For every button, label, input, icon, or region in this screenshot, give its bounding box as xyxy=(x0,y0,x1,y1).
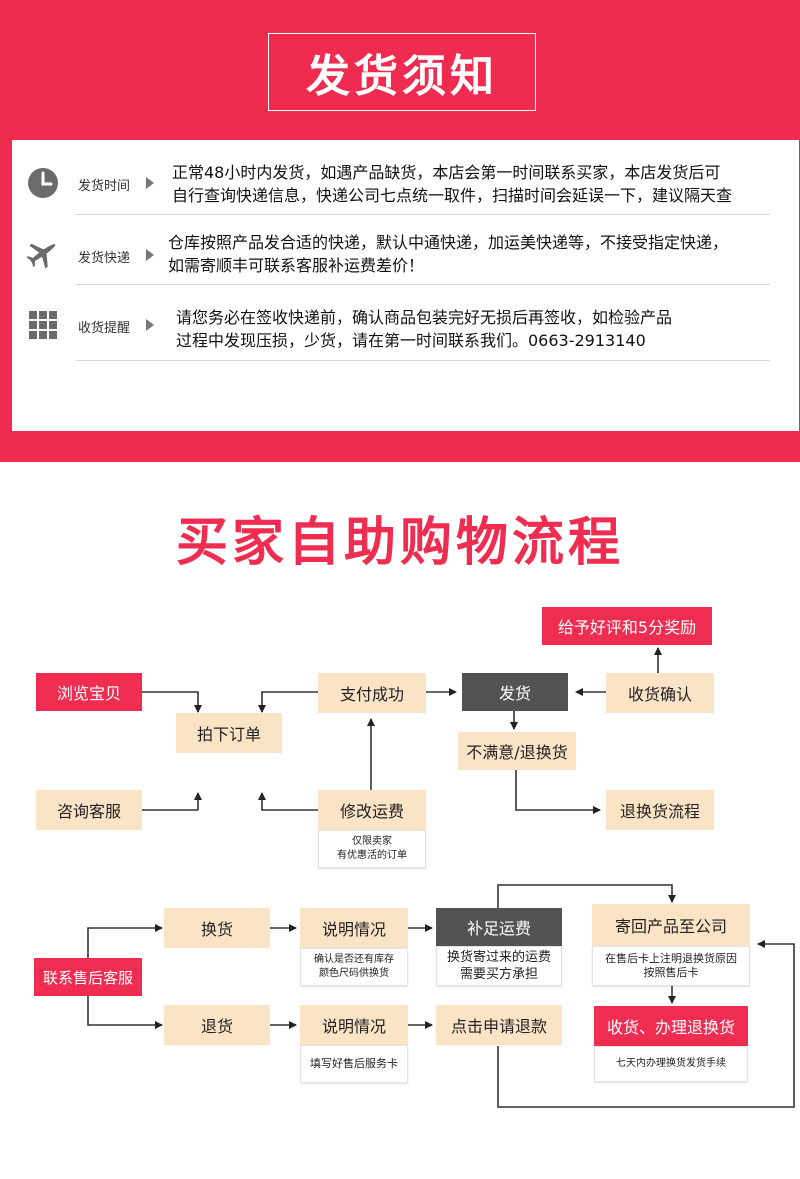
note-line: 仅限卖家 xyxy=(352,836,392,847)
note-line: 在售后卡上注明退换货原因 xyxy=(605,952,737,965)
note-explain-refund: 填写好售后服务卡 xyxy=(300,1045,408,1083)
notice-label: 收货提醒 xyxy=(78,321,131,336)
node-apply-refund: 点击申请退款 xyxy=(436,1005,562,1045)
triangle-right-icon xyxy=(146,319,154,331)
note-supplement-fee: 换货寄过来的运费 需要买方承担 xyxy=(436,946,562,986)
note-line: 填写好售后服务卡 xyxy=(310,1057,398,1070)
note-line: 有优惠活的订单 xyxy=(337,850,407,861)
note-line: 确认是否还有库存 xyxy=(314,954,394,965)
node-refund-goods: 退货 xyxy=(164,1005,270,1045)
node-exchange: 换货 xyxy=(164,908,270,948)
node-contact-after-sales: 联系售后客服 xyxy=(34,958,142,996)
node-browse: 浏览宝贝 xyxy=(36,673,142,711)
note-line: 颜色尺码供换货 xyxy=(319,968,389,979)
notice-text-line: 如需寄顺丰可联系客服补运费差价！ xyxy=(168,256,425,275)
flow-title: 买家自助购物流程 xyxy=(175,513,624,573)
node-receive-process: 收货、办理退换货 xyxy=(594,1006,748,1046)
divider xyxy=(76,214,770,215)
notice-text-line: 仓库按照产品发合适的快递，默认中通快递，加运美快递等，不接受指定快递， xyxy=(168,233,729,252)
notice-text-line: 自行查询快递信息，快递公司七点统一取件，扫描时间会延误一下，建议隔天查 xyxy=(172,186,733,205)
notice-text-line: 正常48小时内发货，如遇产品缺货，本店会第一时间联系买家，本店发货后可 xyxy=(172,163,721,182)
notice-label: 发货时间 xyxy=(78,179,131,194)
triangle-right-icon xyxy=(146,177,154,189)
node-confirm-receipt: 收货确认 xyxy=(606,673,714,713)
airplane-icon xyxy=(26,236,60,270)
divider xyxy=(76,284,770,285)
node-explain-refund: 说明情况 xyxy=(300,1005,408,1045)
notice-label: 发货快递 xyxy=(78,251,131,266)
notice-title-box: 发货须知 xyxy=(268,33,536,111)
node-pay-success: 支付成功 xyxy=(318,673,426,713)
grid-icon xyxy=(26,308,60,342)
note-modify-fee: 仅限卖家 有优惠活的订单 xyxy=(318,830,426,868)
notice-panel: 发货时间 正常48小时内发货，如遇产品缺货，本店会第一时间联系买家，本店发货后可… xyxy=(12,140,799,431)
divider xyxy=(76,360,770,361)
node-explain-exchange: 说明情况 xyxy=(300,908,408,948)
node-supplement-fee: 补足运费 xyxy=(436,908,562,946)
clock-icon xyxy=(26,166,60,200)
node-send-back: 寄回产品至公司 xyxy=(592,904,750,946)
node-ship: 发货 xyxy=(462,673,568,711)
note-line: 需要买方承担 xyxy=(459,967,538,982)
shipping-notice-section: 发货须知 发货时间 正常48小时内发货，如遇产品缺货，本店会第一时间联系买家，本… xyxy=(0,0,800,462)
node-place-order: 拍下订单 xyxy=(176,713,282,753)
notice-title: 发货须知 xyxy=(306,51,498,102)
note-send-back: 在售后卡上注明退换货原因 按照售后卡 xyxy=(592,946,750,986)
note-explain-exchange: 确认是否还有库存 颜色尺码供换货 xyxy=(300,948,408,986)
node-return-process: 退换货流程 xyxy=(606,790,714,830)
notice-text-line: 请您务必在签收快递前，确认商品包装完好无损后再签收，如检验产品 xyxy=(176,308,673,327)
node-modify-fee: 修改运费 xyxy=(318,790,426,830)
note-line: 换货寄过来的运费 xyxy=(446,950,551,965)
notice-text-line: 过程中发现压损，少货，请在第一时间联系我们。0663-2913140 xyxy=(176,331,646,350)
node-consult: 咨询客服 xyxy=(36,790,142,830)
triangle-right-icon xyxy=(146,249,154,261)
note-line: 七天内办理换货发货手续 xyxy=(616,1058,726,1069)
node-reward: 给予好评和5分奖励 xyxy=(542,607,712,645)
note-line: 按照售后卡 xyxy=(643,966,699,979)
node-unsatisfied: 不满意/退换货 xyxy=(458,732,576,770)
note-receive-process: 七天内办理换货发货手续 xyxy=(594,1046,748,1082)
